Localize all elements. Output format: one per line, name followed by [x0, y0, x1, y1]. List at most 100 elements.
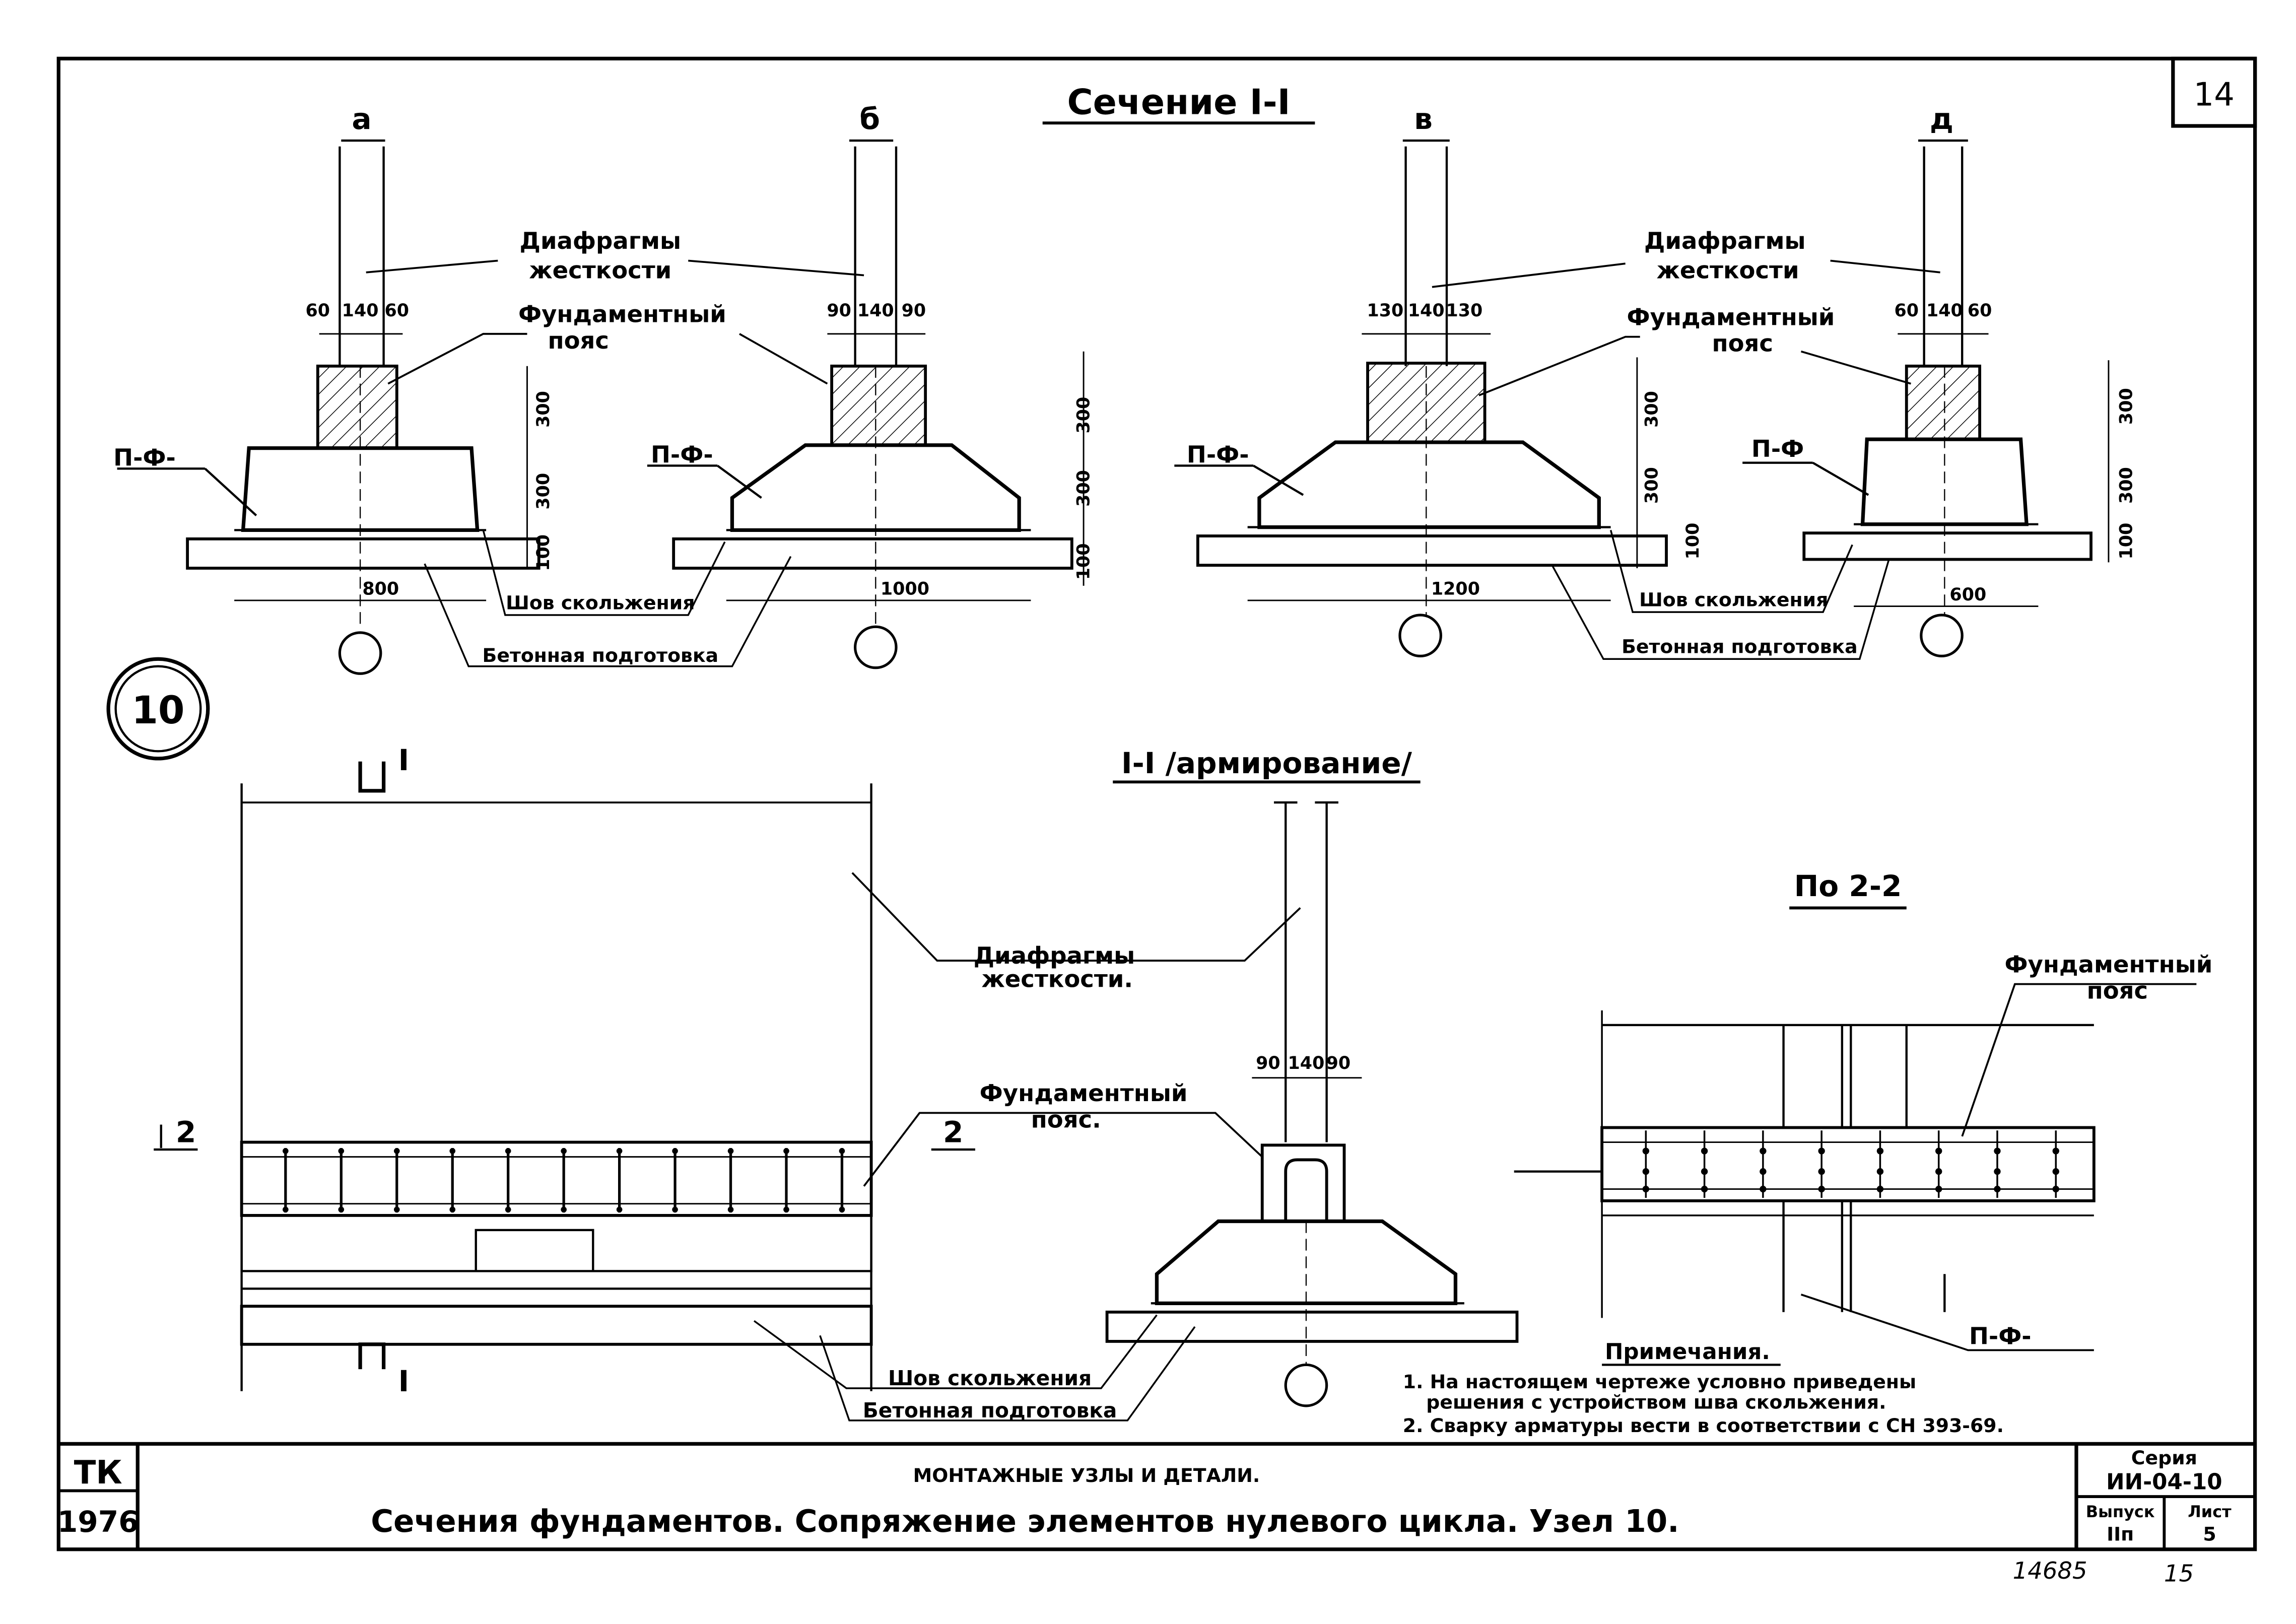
axis-marker-d	[1920, 614, 1964, 658]
svg-text:300: 300	[533, 473, 554, 510]
rebar-dot	[783, 1206, 789, 1213]
concrete-prep-a	[186, 537, 541, 570]
svg-text:60: 60	[1968, 301, 1992, 321]
slip-joint-label-right: Шов скольжения	[1639, 589, 1828, 611]
sheet-frame	[56, 56, 2257, 1551]
svg-text:140: 140	[857, 301, 894, 321]
plan-concrete-prep-label: Бетонная подготовка	[863, 1398, 1117, 1423]
concrete-prep-d	[1802, 531, 2092, 561]
rebar-dot	[727, 1148, 734, 1154]
series-label: Серия	[2131, 1447, 2197, 1469]
concrete-prep-b	[672, 537, 1073, 570]
width-d: 600	[1949, 585, 1986, 605]
reinf-axis-marker	[1284, 1363, 1328, 1407]
belt-b	[830, 364, 927, 447]
axis-marker-v	[1398, 614, 1442, 658]
width-v: 1200	[1431, 579, 1480, 599]
svg-text:60: 60	[306, 301, 330, 321]
series-value: ИИ-04-10	[2106, 1470, 2222, 1495]
rebar-dot	[505, 1206, 511, 1213]
rebar-dot	[561, 1206, 567, 1213]
svg-text:100: 100	[1074, 543, 1094, 580]
svg-text:300: 300	[1074, 397, 1094, 434]
section-mark-bottom: I	[398, 1364, 410, 1398]
rebar-dot	[672, 1206, 678, 1213]
rebar-dot	[672, 1148, 678, 1154]
view-22-title: По 2-2	[1794, 869, 1902, 903]
svg-text:60: 60	[384, 301, 409, 321]
svg-text:90: 90	[827, 301, 851, 321]
svg-text:300: 300	[1642, 467, 1662, 504]
plan-concrete-prep	[240, 1305, 873, 1346]
main-title: Сечения фундаментов. Сопряжение элементо…	[371, 1504, 1679, 1539]
rebar-dot	[393, 1206, 400, 1213]
subtitle: МОНТАЖНЫЕ УЗЛЫ И ДЕТАЛИ.	[913, 1464, 1260, 1486]
view22-slab: П-Ф-	[1969, 1323, 2032, 1350]
org-code: ТК	[74, 1454, 122, 1492]
svg-text:130: 130	[1446, 301, 1482, 321]
rebar-dot	[616, 1206, 623, 1213]
diaphragm-label-2b: жесткости	[1657, 256, 1799, 284]
sheet-value: 5	[2203, 1523, 2216, 1545]
diaphragm-label-2: жесткости	[529, 256, 671, 284]
variant-b-letter: б	[859, 102, 880, 136]
plan-belt-1: Фундаментный	[980, 1079, 1188, 1107]
slab-label-b: П-Ф-	[651, 441, 713, 468]
plan-belt-2: пояс.	[1031, 1106, 1101, 1133]
rebar-dot	[616, 1148, 623, 1154]
slab-label-d: П-Ф	[1751, 435, 1804, 462]
note-2: 2. Сварку арматуры вести в соответствии …	[1403, 1414, 2004, 1437]
diaphragm-label-1b: Диафрагмы	[1644, 227, 1806, 254]
node-marker	[106, 657, 210, 761]
rebar-dot	[393, 1148, 400, 1154]
rebar-dot	[338, 1148, 345, 1154]
sheet-number-box	[2171, 56, 2257, 128]
rebar-dot	[727, 1206, 734, 1213]
view22-belt-2: пояс	[2087, 977, 2148, 1004]
svg-text:90: 90	[1256, 1053, 1280, 1073]
variant-d: д 60 140 60 600 П-Ф 300 300 100	[1742, 102, 2136, 658]
concrete-prep-v	[1196, 534, 1668, 567]
footer-number-1: 14685	[2013, 1557, 2087, 1584]
axis-marker-b	[854, 625, 898, 669]
slab-label-v: П-Ф-	[1187, 441, 1249, 468]
reinforcement-title: I-I /армирование/	[1121, 746, 1412, 780]
svg-text:140: 140	[1926, 301, 1963, 321]
variant-v-letter: в	[1414, 102, 1433, 136]
rebar-dot	[283, 1206, 289, 1213]
slip-joint-label-left: Шов скольжения	[506, 591, 695, 614]
rebar-dot	[783, 1148, 789, 1154]
rebar-dot	[449, 1148, 456, 1154]
rebar-dot	[505, 1148, 511, 1154]
belt-label-1b: Фундаментный	[1627, 303, 1835, 330]
section-title: Сечение I-I	[1067, 82, 1290, 123]
svg-text:300: 300	[533, 391, 554, 428]
svg-text:60: 60	[1894, 301, 1919, 321]
issue-value: IIп	[2107, 1523, 2134, 1545]
width-a: 800	[362, 579, 399, 599]
variant-d-letter: д	[1930, 102, 1953, 136]
svg-text:300: 300	[1642, 391, 1662, 428]
sheet-number: 14	[2194, 76, 2235, 113]
svg-text:300: 300	[1074, 470, 1094, 507]
title-block: ТК 1976 МОНТАЖНЫЕ УЗЛЫ И ДЕТАЛИ. Сечения…	[57, 1442, 2255, 1549]
sheet-label: Лист	[2188, 1502, 2232, 1521]
svg-text:100: 100	[1683, 523, 1703, 560]
issue-label: Выпуск	[2086, 1502, 2155, 1521]
belt-d	[1905, 364, 1982, 441]
svg-text:140: 140	[1408, 301, 1445, 321]
diaphragm-label-1: Диафрагмы	[520, 227, 682, 254]
width-b: 1000	[881, 579, 929, 599]
section-2-mark-mid: 2	[943, 1115, 963, 1149]
section-mark-top: I	[398, 743, 410, 777]
concrete-prep-label-right: Бетонная подготовка	[1622, 636, 1858, 658]
note-1: 1. На настоящем чертеже условно приведен…	[1403, 1371, 1916, 1393]
variant-a: а 60 140 60 800 П-Ф- 300 300 100	[113, 102, 554, 675]
svg-text:300: 300	[2116, 388, 2136, 425]
svg-text:100: 100	[2116, 523, 2136, 560]
svg-text:140: 140	[1288, 1053, 1325, 1073]
belt-label-2: пояс	[548, 327, 609, 354]
concrete-prep-label-left: Бетонная подготовка	[483, 644, 719, 666]
view-2-2: По 2-2	[1514, 869, 2197, 1351]
belt-label-1: Фундаментный	[518, 301, 726, 328]
